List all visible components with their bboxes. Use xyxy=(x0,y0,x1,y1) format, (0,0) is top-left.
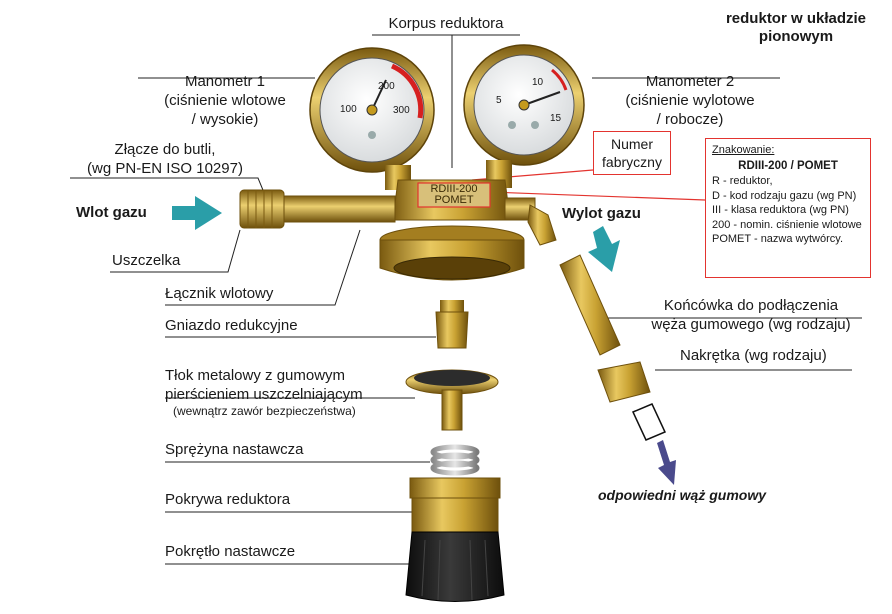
leader-uszczelka xyxy=(110,229,241,273)
legend-item: III - klasa reduktora (wg PN) xyxy=(712,204,849,216)
label-waz: odpowiedni wąż gumowy xyxy=(598,487,766,503)
plate-line2: POMET xyxy=(434,194,474,206)
knob-part xyxy=(405,531,505,602)
zlacze-line2: (wg PN-EN ISO 10297) xyxy=(87,160,243,177)
zlacze-line1: Złącze do butli, xyxy=(114,141,216,158)
leader-lines xyxy=(70,34,862,565)
gauge-left-tick-2: 200 xyxy=(378,81,395,92)
gauge-right-tick-1: 5 xyxy=(496,95,502,106)
label-lacznik: Łącznik wlotowy xyxy=(165,285,274,302)
label-pokrywa: Pokrywa reduktora xyxy=(165,491,291,508)
marking-plate xyxy=(417,182,491,208)
title-line1: reduktor w układzie xyxy=(725,10,867,27)
tlok-line3: (wewnątrz zawór bezpieczeństwa) xyxy=(173,404,356,418)
numer-line1: Numer xyxy=(610,136,653,152)
label-nakretka: Nakrętka (wg rodzaju) xyxy=(680,347,827,364)
cover-part xyxy=(409,477,501,533)
label-korpus: Korpus reduktora xyxy=(388,15,504,32)
label-wlot: Wlot gazu xyxy=(76,204,147,221)
legend-item: D - kod rodzaju gazu (wg PN) xyxy=(712,189,857,202)
label-wylot: Wylot gazu xyxy=(562,205,641,222)
manometr1-line3: / wysokie) xyxy=(191,111,259,128)
manometr2-line2: (ciśnienie wylotowe xyxy=(625,92,755,109)
legend-code: RDIII-200 / POMET xyxy=(738,159,838,172)
gauge-right-tick-3: 15 xyxy=(550,113,562,124)
label-manometr2: Manometer 2 (ciśnienie wylotowe / robocz… xyxy=(605,72,775,129)
plate-line1: RDIII-200 xyxy=(430,183,478,195)
legend-heading: Znakowanie: xyxy=(712,144,775,156)
koncowka-line2: węża gumowego (wg rodzaju) xyxy=(651,316,851,333)
diagram-title: reduktor w układzie pionowym xyxy=(716,10,876,46)
plate-text: RDIII-200 POMET xyxy=(418,184,490,206)
koncowka-line1: Końcówka do podłączenia xyxy=(663,297,839,314)
leader-legend xyxy=(489,191,706,201)
label-sprezyna: Sprężyna nastawcza xyxy=(165,441,304,458)
marking-legend: Znakowanie: RDIII-200 / POMET R - redukt… xyxy=(705,138,871,278)
gauge-left xyxy=(309,47,435,173)
hose-symbol xyxy=(631,403,667,441)
label-tlok: Tłok metalowy z gumowym pierścieniem usz… xyxy=(165,366,363,418)
gauge-right-tick-2: 10 xyxy=(532,77,544,88)
manometr2-line3: / robocze) xyxy=(656,111,724,128)
manometr2-line1: Manometer 2 xyxy=(645,73,735,90)
hose-tail-part xyxy=(559,254,621,356)
leader-lacznik xyxy=(165,229,361,306)
gauge-right xyxy=(463,44,585,166)
inlet-arrow-icon xyxy=(172,196,222,230)
numer-line2: fabryczny xyxy=(602,154,662,170)
gauge-left-tick-3: 300 xyxy=(393,105,410,116)
outlet-arrow-icon xyxy=(588,226,620,272)
leader-zlacze xyxy=(70,177,266,196)
reducer-body xyxy=(239,160,557,281)
legend-item: POMET - nazwa wytwórcy. xyxy=(712,233,844,245)
nut-part xyxy=(597,361,651,403)
piston-part xyxy=(405,369,499,431)
label-zlacze: Złącze do butli, (wg PN-EN ISO 10297) xyxy=(70,140,260,178)
manometr1-line1: Manometr 1 xyxy=(184,73,266,90)
legend-item: R - reduktor, xyxy=(712,175,773,187)
label-koncowka: Końcówka do podłączenia węża gumowego (w… xyxy=(640,296,862,334)
spring-part xyxy=(430,444,480,476)
hose-arrow-icon xyxy=(657,440,676,485)
gauge-left-tick-1: 100 xyxy=(340,104,357,115)
seat-part xyxy=(435,300,469,349)
label-pokretlo: Pokrętło nastawcze xyxy=(165,543,296,560)
legend-item: 200 - nomin. ciśnienie wlotowe xyxy=(712,218,862,231)
label-manometr1: Manometr 1 (ciśnienie wlotowe / wysokie) xyxy=(140,72,310,129)
manometr1-line2: (ciśnienie wlotowe xyxy=(164,92,286,109)
tlok-line2: pierścieniem uszczelniającym xyxy=(165,386,363,403)
tlok-line1: Tłok metalowy z gumowym xyxy=(165,367,346,384)
label-gniazdo: Gniazdo redukcyjne xyxy=(165,317,298,334)
title-line2: pionowym xyxy=(758,28,834,45)
label-numer: Numer fabryczny xyxy=(593,131,671,175)
label-uszczelka: Uszczelka xyxy=(112,252,181,269)
